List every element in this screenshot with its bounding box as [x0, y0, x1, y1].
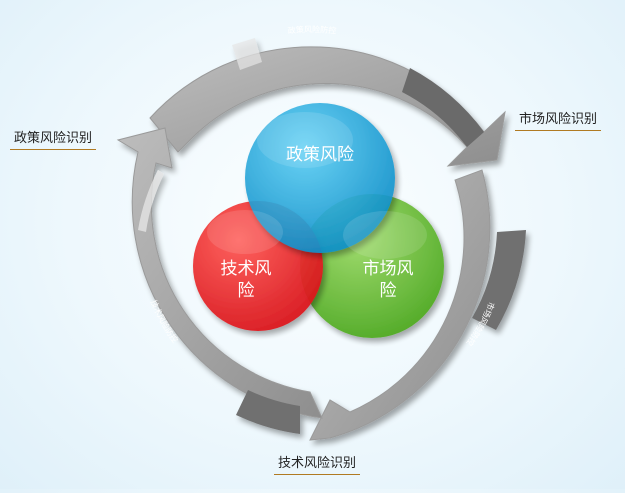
circle-label-tech-2: 险 — [238, 281, 255, 301]
circle-label-tech-1: 技术风 — [221, 259, 272, 279]
ring-segment-left — [116, 127, 323, 419]
circle-gloss-red — [207, 210, 283, 254]
circle-gloss-green — [343, 211, 427, 259]
venn-group: 政策风险 技术风 险 市场风 险 — [193, 103, 444, 338]
ring-segment-right-dark — [472, 230, 526, 330]
ring-label-top: 政策风险防控 — [287, 24, 337, 36]
ring-gloss-left — [138, 170, 164, 232]
circle-label-market-2: 险 — [380, 281, 397, 301]
circle-policy-risk — [245, 103, 395, 253]
circle-gloss-blue — [257, 112, 353, 168]
callout-market-identification: 市场风险识别 — [515, 108, 602, 131]
callout-tech-identification: 技术风险识别 — [274, 452, 361, 475]
ring-gloss-top — [232, 38, 262, 70]
ring-segment-right — [309, 169, 491, 441]
callout-policy-identification: 政策风险识别 — [10, 127, 97, 150]
circle-label-market-1: 市场风 — [363, 259, 414, 279]
circle-label-policy: 政策风险 — [286, 145, 354, 165]
ring-segment-top-dark — [402, 68, 484, 147]
ring-segment-left-dark — [236, 390, 300, 434]
cycle-ring — [116, 38, 526, 441]
